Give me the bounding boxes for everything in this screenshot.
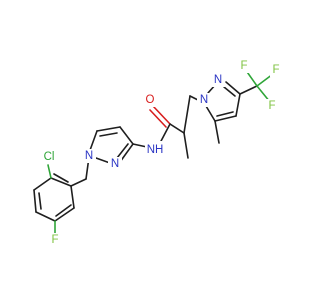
bond-ar3 <box>33 189 37 213</box>
atom-o-carbonyl: O <box>146 94 155 106</box>
atom-f-cf3-3: F <box>268 100 275 112</box>
atom-n-pyrazole1-n2: N <box>111 158 119 170</box>
bond-ar4 <box>35 211 56 222</box>
atom-f-cf3-2: F <box>272 64 279 76</box>
bond-n2-n1 <box>95 157 111 164</box>
bond-c5b-me <box>214 120 220 144</box>
bond-ch-ch3 <box>183 132 189 159</box>
atom-cl-aryl: Cl <box>44 151 55 163</box>
molecule-diagram: N N NH O N N F F F Cl F <box>33 59 282 247</box>
bond-c3-nh <box>132 143 148 148</box>
bond-c3-n2-double <box>116 143 129 159</box>
bond-c-o-1 <box>152 105 171 125</box>
bond-c5b-c4b <box>214 115 237 122</box>
bond-co-ch <box>169 123 185 134</box>
atom-n-pyrazole2-n2: N <box>214 74 222 86</box>
bond-ar5 <box>54 207 75 222</box>
bond-c5b-c4b-double <box>216 111 234 117</box>
atom-nh-amide: NH <box>147 144 164 156</box>
bond-ch2-n1b <box>189 95 199 101</box>
atom-n-pyrazole1-n1: N <box>85 150 93 162</box>
bond-nh-co <box>159 123 171 144</box>
bond-c5-c4 <box>96 126 121 132</box>
bond-c5-c4-double <box>99 132 118 137</box>
bond-ar1 <box>50 177 72 187</box>
bond-c4-c3 <box>119 126 134 145</box>
bond-c4b-c3b <box>235 93 241 117</box>
bond-ar6 <box>70 185 75 209</box>
bond-ar3-double <box>38 192 42 210</box>
atom-n-pyrazole2-n1: N <box>200 94 208 106</box>
bond-c3-n2 <box>119 143 134 163</box>
bond-ch2-aryl <box>70 178 87 187</box>
bond-ar5-double <box>55 204 72 217</box>
atom-f-cf3-1: F <box>240 60 247 72</box>
bond-ar-cl <box>47 164 52 179</box>
atom-f-aryl: F <box>51 234 58 246</box>
bonds <box>33 68 274 236</box>
bond-c-o-2 <box>149 109 167 128</box>
bond-ar1-double <box>53 173 69 183</box>
bond-n1b-c5b <box>205 105 216 122</box>
atom-labels: N N NH O N N F F F Cl F <box>40 59 282 247</box>
bond-c3b-cf3 <box>239 85 258 95</box>
bond-ch-ch2 <box>183 95 191 134</box>
bond-c3b-n2b <box>225 81 241 95</box>
structure-svg: N N NH O N N F F F Cl F <box>33 59 282 247</box>
bond-c3b-n2b-double <box>223 86 236 97</box>
bond-ar2 <box>33 177 52 191</box>
